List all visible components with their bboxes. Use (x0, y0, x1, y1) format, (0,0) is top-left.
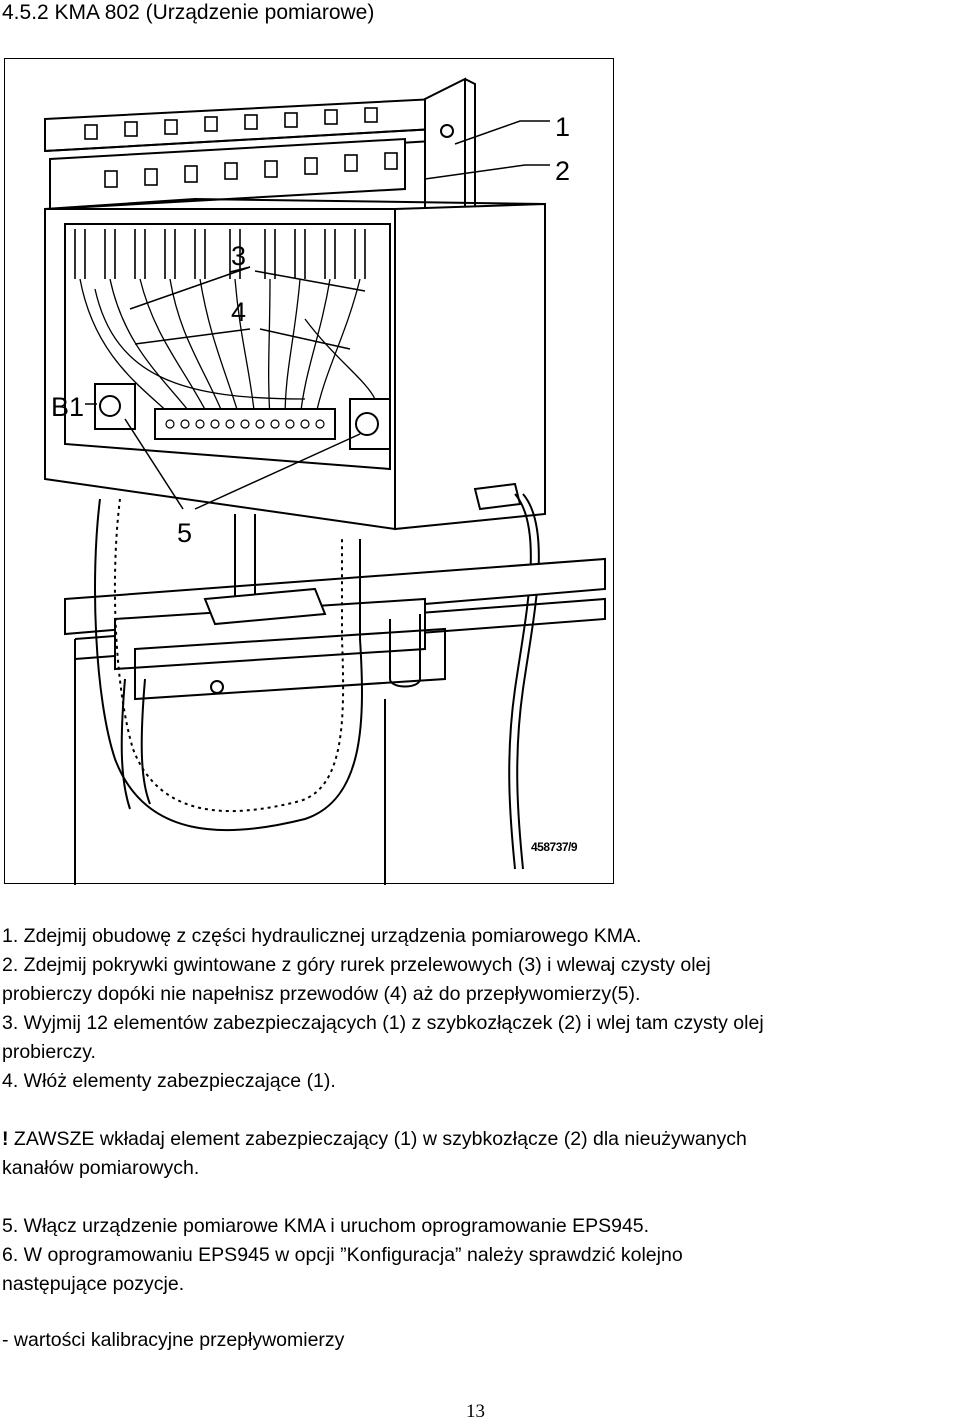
step-3-line-2: probierczy. (2, 1041, 96, 1063)
callout-1: 1 (555, 112, 570, 142)
figure-code: 458737/9 (531, 840, 578, 854)
step-2-line-2: probierczy dopóki nie napełnisz przewodó… (2, 983, 641, 1005)
callout-4: 4 (231, 297, 246, 327)
device-illustration: 1 2 3 4 B1 5 (44, 77, 606, 885)
warning-text: ZAWSZE wkładaj element zabezpieczający (… (8, 1128, 747, 1150)
step-6-line-1: 6. W oprogramowaniu EPS945 w opcji ”Konf… (2, 1244, 683, 1266)
warning-mark: ! (2, 1128, 9, 1150)
step-2-line-1: 2. Zdejmij pokrywki gwintowane z góry ru… (2, 954, 711, 976)
section-heading: 4.5.2 KMA 802 (Urządzenie pomiarowe) (2, 1, 375, 24)
step-6-line-2: następujące pozycje. (2, 1273, 185, 1295)
warning-line-1: ! ZAWSZE wkładaj element zabezpieczający… (2, 1124, 960, 1154)
callout-3: 3 (231, 241, 246, 271)
step-5: 5. Włącz urządzenie pomiarowe KMA i uruc… (2, 1215, 650, 1237)
step-1: 1. Zdejmij obudowę z części hydrauliczne… (2, 925, 642, 947)
callout-5: 5 (177, 518, 192, 548)
step-4: 4. Włóż elementy zabezpieczające (1). (2, 1070, 336, 1092)
callout-2: 2 (555, 156, 570, 186)
calibration-item: - wartości kalibracyjne przepływomierzy (2, 1329, 345, 1351)
technical-drawing: 1 2 3 4 B1 5 458737/9 (4, 58, 614, 885)
page-number: 13 (466, 1401, 485, 1422)
step-3-line-1: 3. Wyjmij 12 elementów zabezpieczających… (2, 1012, 764, 1034)
callout-b1: B1 (51, 392, 84, 422)
warning-line-2: kanałów pomiarowych. (2, 1157, 200, 1179)
